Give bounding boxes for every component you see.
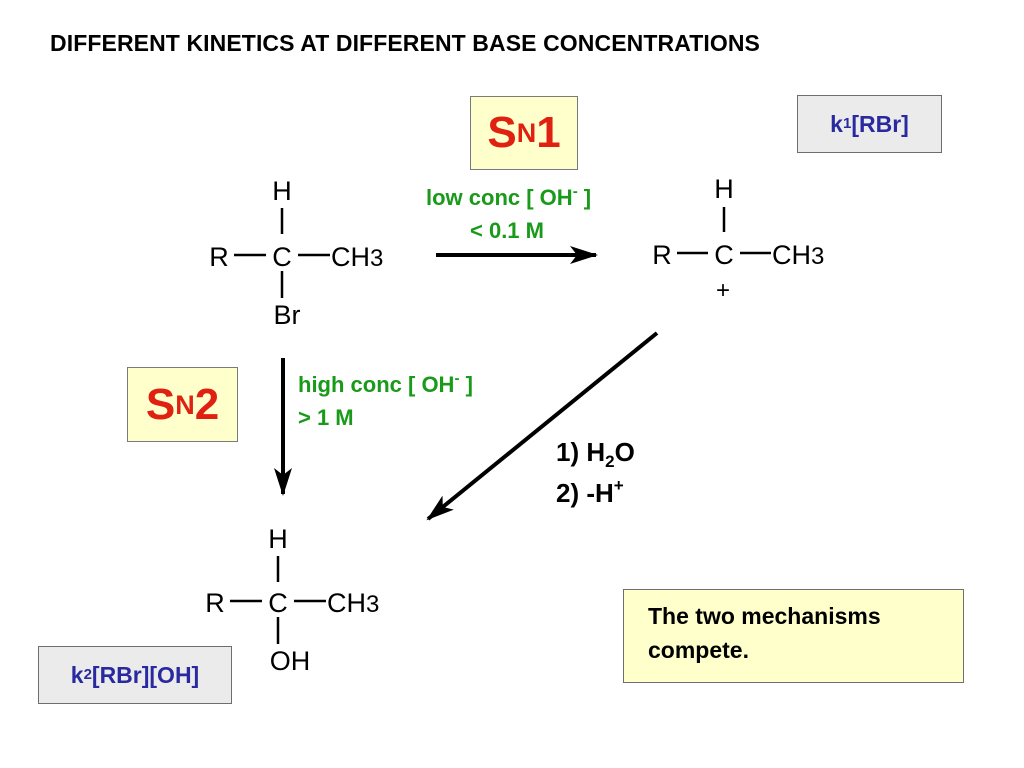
atom-h: H (268, 524, 288, 554)
atom-c: C (714, 240, 734, 270)
step-1-water: 1) H2O (556, 437, 635, 471)
atom-oh: OH (270, 646, 311, 676)
step-subscript: 2 (605, 452, 615, 471)
high-conc-value: > 1 M (298, 405, 354, 430)
methyl-group: CH3 (327, 588, 379, 618)
methyl-ch: CH (327, 588, 366, 618)
condition-text: ] (577, 185, 592, 210)
page-title: DIFFERENT KINETICS AT DIFFERENT BASE CON… (50, 30, 761, 56)
rate-concentration: [RBr] (851, 110, 909, 137)
carbocation-molecule: H R C CH3 + (652, 174, 824, 304)
atom-r: R (209, 242, 229, 272)
rate-k: k (830, 110, 843, 137)
sn2-s: S (145, 379, 176, 429)
note-line-2: compete. (648, 637, 749, 663)
step-superscript: + (613, 476, 624, 495)
condition-text: ] (459, 372, 473, 397)
atom-br: Br (274, 300, 301, 330)
step-text: 1) H (556, 437, 606, 467)
atom-c: C (268, 588, 288, 618)
product-molecule: H R C CH3 OH (205, 524, 379, 676)
low-conc-value: < 0.1 M (470, 218, 544, 243)
atom-c: C (272, 242, 292, 272)
atom-h: H (714, 174, 734, 204)
high-conc-condition: high conc [ OH- ] (298, 370, 473, 398)
atom-h: H (272, 176, 292, 206)
sn1-s: S (487, 108, 517, 157)
atom-r: R (205, 588, 225, 618)
step-text: O (614, 437, 635, 467)
methyl-ch: CH (772, 240, 811, 270)
reactant-molecule: H R C CH3 Br (209, 176, 383, 330)
condition-text: low conc [ OH (426, 185, 573, 210)
methyl-subscript: 3 (811, 243, 824, 270)
methyl-group: CH3 (331, 242, 383, 272)
charge-superscript: - (454, 370, 460, 387)
methyl-subscript: 3 (366, 591, 379, 618)
step-2-deprotonation: 2) -H+ (556, 476, 624, 509)
rate-concentration: [RBr][OH] (91, 661, 200, 688)
condition-text: high conc [ OH (298, 372, 455, 397)
step-text: 2) -H (556, 478, 614, 508)
positive-charge: + (716, 277, 730, 304)
compete-note-box: The two mechanisms compete. (623, 589, 964, 683)
methyl-group: CH3 (772, 240, 824, 270)
sn1-number: 1 (536, 108, 561, 157)
charge-superscript: - (572, 183, 578, 200)
sn2-number: 2 (194, 379, 220, 429)
cation-to-product-arrow (426, 331, 659, 521)
low-conc-condition: low conc [ OH- ] (426, 183, 592, 211)
note-line-1: The two mechanisms (648, 603, 881, 629)
methyl-subscript: 3 (370, 245, 383, 272)
atom-r: R (652, 240, 672, 270)
rate-k: k (70, 661, 84, 688)
methyl-ch: CH (331, 242, 370, 272)
